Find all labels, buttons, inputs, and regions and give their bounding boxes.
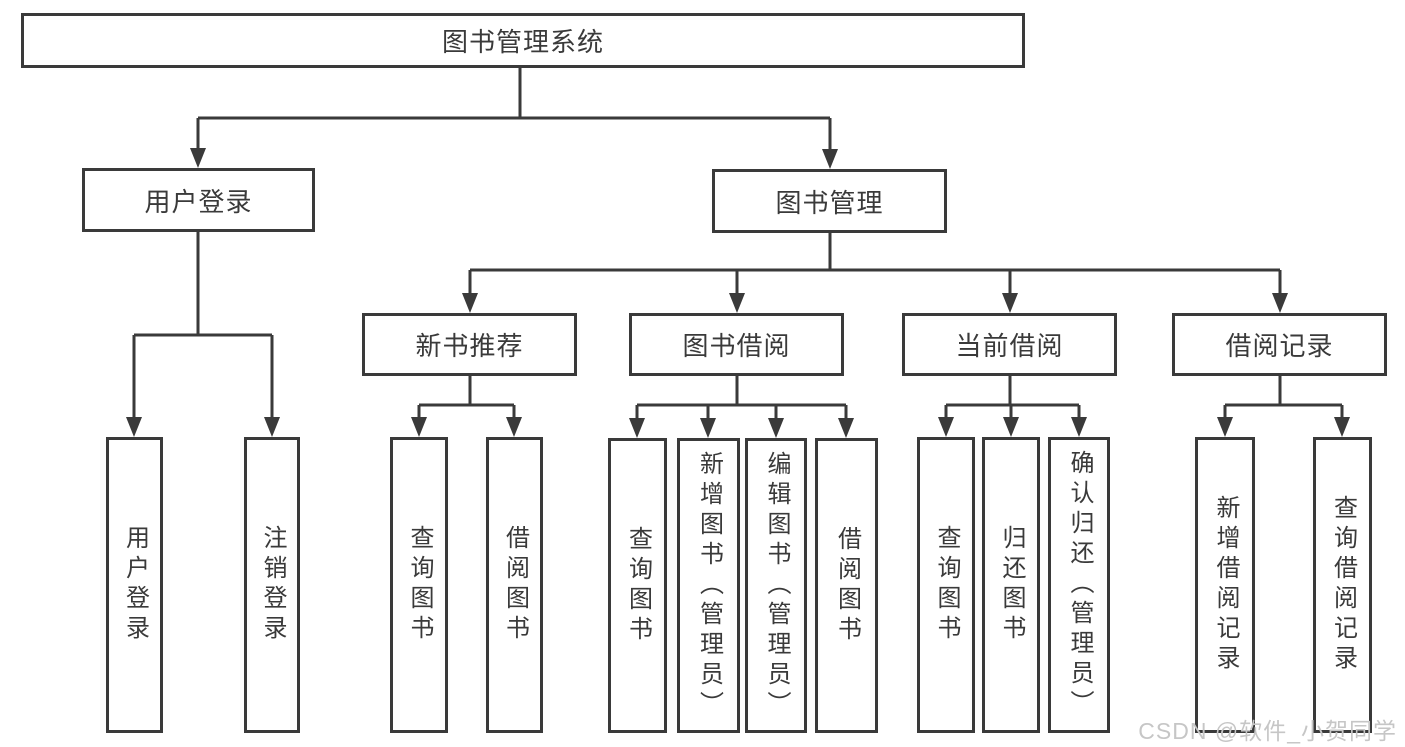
node-current-borrow: 当前借阅: [902, 313, 1117, 376]
leaf-add-borrow-record: 新增借阅记录: [1195, 437, 1255, 733]
leaf-logout-login-label: 注销登录: [259, 525, 286, 645]
leaf-query-books-borrow-label: 查询图书: [624, 525, 652, 646]
node-new-book-recommend-label: 新书推荐: [415, 331, 524, 361]
leaf-borrow-books-borrow-label: 借阅图书: [833, 525, 861, 646]
leaf-borrow-books-borrow: 借阅图书: [815, 438, 878, 733]
node-user-login-label: 用户登录: [144, 186, 253, 217]
leaf-query-borrow-record-label: 查询借阅记录: [1329, 495, 1357, 675]
leaf-return-books-label: 归还图书: [998, 525, 1025, 645]
leaf-query-books-recommend-label: 查询图书: [406, 525, 433, 645]
leaf-borrow-books-recommend: 借阅图书: [486, 437, 543, 733]
leaf-query-books-borrow: 查询图书: [608, 438, 667, 733]
leaf-user-login: 用户登录: [106, 437, 163, 733]
leaf-add-books-admin: 新增图书（管理员）: [677, 438, 740, 733]
leaf-edit-books-admin: 编辑图书（管理员）: [745, 438, 807, 733]
node-borrow-records: 借阅记录: [1172, 313, 1387, 376]
leaf-edit-books-admin-label: 编辑图书（管理员）: [763, 450, 790, 721]
leaf-user-login-label: 用户登录: [121, 525, 149, 645]
leaf-confirm-return-admin-label: 确认归还（管理员）: [1066, 450, 1093, 720]
node-library-system: 图书管理系统: [21, 13, 1025, 68]
node-current-borrow-label: 当前借阅: [955, 331, 1064, 361]
node-book-borrow: 图书借阅: [629, 313, 844, 376]
node-book-borrow-label: 图书借阅: [682, 331, 791, 361]
leaf-logout-login: 注销登录: [244, 437, 300, 733]
node-borrow-records-label: 借阅记录: [1225, 331, 1334, 361]
node-book-management-label: 图书管理: [775, 187, 884, 218]
leaf-return-books: 归还图书: [982, 437, 1040, 733]
leaf-confirm-return-admin: 确认归还（管理员）: [1048, 437, 1110, 733]
node-user-login: 用户登录: [82, 168, 315, 232]
leaf-query-books-recommend: 查询图书: [390, 437, 448, 733]
leaf-query-books-current: 查询图书: [917, 437, 975, 733]
leaf-add-borrow-record-label: 新增借阅记录: [1212, 495, 1239, 675]
arrowheads: [126, 148, 1350, 438]
leaf-query-borrow-record: 查询借阅记录: [1313, 437, 1372, 733]
leaf-add-books-admin-label: 新增图书（管理员）: [695, 450, 723, 721]
node-library-system-label: 图书管理系统: [441, 27, 604, 57]
node-book-management: 图书管理: [712, 169, 947, 233]
node-new-book-recommend: 新书推荐: [362, 313, 577, 376]
leaf-query-books-current-label: 查询图书: [933, 525, 960, 645]
leaf-borrow-books-recommend-label: 借阅图书: [501, 525, 529, 645]
watermark: CSDN @软件_小贺同学: [1138, 718, 1397, 744]
